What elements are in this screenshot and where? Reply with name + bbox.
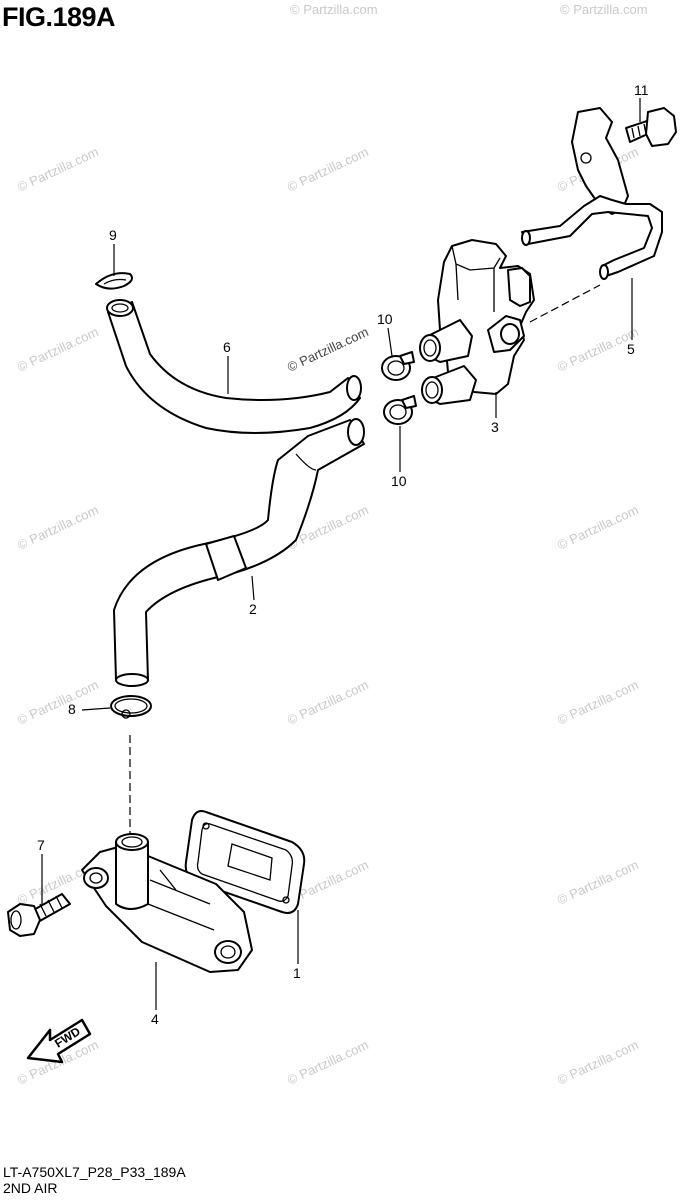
figure-caption: 2ND AIR [3,1180,58,1196]
callout-2: 2 [249,601,257,617]
figure-title: FIG.189A [2,2,116,32]
callout-4: 4 [151,1011,159,1027]
part-10-clamp [383,395,417,425]
watermark: © Partzilla.com [290,2,378,17]
callout-6: 6 [223,339,231,355]
part-3-reed-valve [419,239,535,405]
callout-5: 5 [627,341,635,357]
part-11-bolt [625,107,677,147]
watermark-layer: © Partzilla.com © Partzilla.com © Partzi… [15,2,648,1088]
callout-7: 7 [37,837,45,853]
callout-10: 10 [391,473,407,489]
watermark: © Partzilla.com [555,677,641,728]
watermark: © Partzilla.com [15,502,101,553]
watermark: © Partzilla.com [555,1037,641,1088]
callout-1: 1 [293,965,301,981]
watermark: © Partzilla.com [285,144,371,195]
part-5-pipe-bracket [521,107,663,280]
watermark: © Partzilla.com [555,502,641,553]
figure-code: LT-A750XL7_P28_P33_189A [3,1164,186,1180]
connection-line [529,284,601,323]
part-8-o-ring [110,695,152,719]
part-6-hose [106,299,362,434]
watermark: © Partzilla.com [15,144,101,195]
leader-lines [41,98,641,1010]
callouts: 11 9 10 6 5 3 10 2 8 7 1 4 [37,82,649,1027]
callout-11: 11 [634,82,649,98]
watermark: © Partzilla.com [285,324,371,375]
part-4-cover [81,833,253,973]
part-7-bolt [7,893,71,937]
callout-9: 9 [109,227,117,243]
watermark: © Partzilla.com [560,2,648,17]
watermark: © Partzilla.com [555,857,641,908]
watermark: © Partzilla.com [15,677,101,728]
part-2-hose [113,418,365,687]
callout-3: 3 [491,419,499,435]
callout-10: 10 [377,311,393,327]
watermark: © Partzilla.com [15,324,101,375]
part-9-seal [95,272,133,290]
watermark: © Partzilla.com [285,1037,371,1088]
callout-8: 8 [68,701,76,717]
part-10-clamp [381,351,415,381]
watermark: © Partzilla.com [285,677,371,728]
